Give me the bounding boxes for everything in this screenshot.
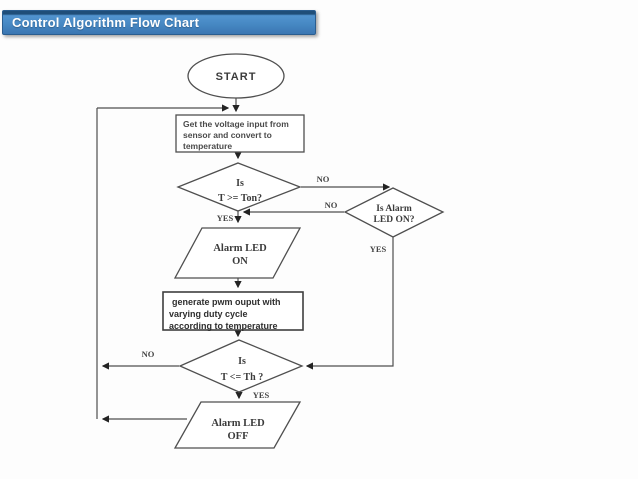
decision-alarm-line1: Is Alarm [376,204,412,214]
label-decision1-yes: YES [217,213,234,223]
decision2-diamond [178,339,304,393]
io-alarm-off-line1: Alarm LED [211,418,265,429]
io-alarm-on-line2: ON [232,256,248,267]
start-node [187,53,285,99]
label-decision2-no: NO [142,349,155,359]
process2-box [162,291,304,331]
start-label: START [216,71,257,83]
decision2-line1: Is [238,356,246,367]
edge-alarm-yes-to-decision2 [305,237,394,370]
decision1-diamond [176,162,302,212]
io-alarm-off-parallelogram [173,401,302,449]
decision1-line2: T >= Ton? [218,193,262,204]
process1-line2: sensor and convert to [183,130,272,140]
label-decision1-no: NO [317,174,330,184]
decision-alarm-line2: LED ON? [374,215,415,225]
io-alarm-on-line1: Alarm LED [213,243,267,254]
decision1-line1: Is [236,178,244,189]
process1-box [175,114,305,153]
process1-line1: Get the voltage input from [183,119,289,129]
decision2-line2: T <= Th ? [221,372,263,383]
io-alarm-off-line2: OFF [228,431,249,442]
slide-title-text: Control Algorithm Flow Chart [12,15,200,30]
process2-line3: according to temperature [169,321,278,331]
process1-line3: temperature [183,141,232,151]
label-alarm-no: NO [325,200,338,210]
decision-alarm-diamond [343,187,445,238]
io-alarm-on-parallelogram [173,227,302,279]
process2-line1: generate pwm ouput with [172,297,281,307]
slide-title-banner: Control Algorithm Flow Chart [2,10,316,35]
label-decision2-yes: YES [253,390,270,400]
label-alarm-yes: YES [370,244,387,254]
process2-line2: varying duty cycle [169,309,248,319]
